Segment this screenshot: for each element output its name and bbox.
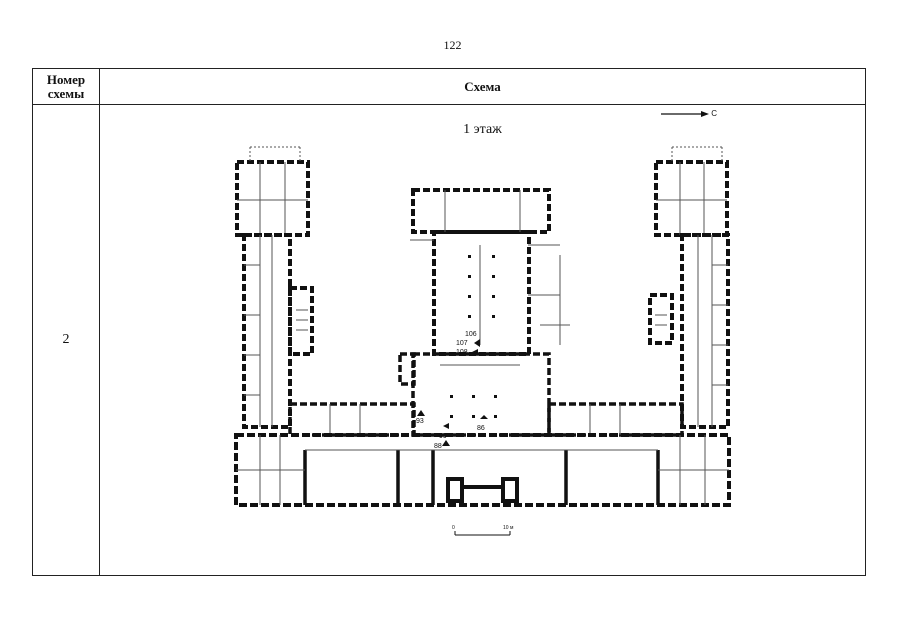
entrance-porch [446,477,519,503]
main-front-block [234,433,731,507]
marker-label: 107 [456,340,468,347]
header-scheme-number: Номер схемы [32,68,100,105]
page-number: 122 [443,38,462,52]
marker-label: 99 [439,433,447,440]
marker-label: 93 [416,418,424,425]
north-indicator: С [660,109,717,118]
floor-label: 1 этаж [463,122,502,137]
marker-label: 88 [434,443,442,450]
marker-label: 108 [456,349,468,356]
left-wing-corridor [242,233,314,429]
left-wing-block [235,160,310,237]
header-scheme: Схема [99,68,866,105]
right-wing-block [654,160,729,237]
connector-wings [288,352,684,437]
central-block [411,188,551,356]
scheme-number: 2 [32,104,100,576]
scale-end: 10 м [503,525,514,531]
floor-plan: 106 107 108 93 86 99 88 [234,146,731,536]
scheme-table: Номер схемы Схема 2 1 этаж С [32,68,866,576]
north-arrow-icon [660,110,709,117]
scale-bar: 0 10 м [452,525,514,536]
scheme-cell: 1 этаж С [99,104,866,576]
photo-markers: 106 107 108 93 86 99 88 [416,331,488,450]
scale-start: 0 [452,525,455,531]
right-wing-corridor [648,233,730,429]
marker-label: 86 [477,425,485,432]
north-label: С [711,109,717,118]
marker-label: 106 [465,331,477,338]
